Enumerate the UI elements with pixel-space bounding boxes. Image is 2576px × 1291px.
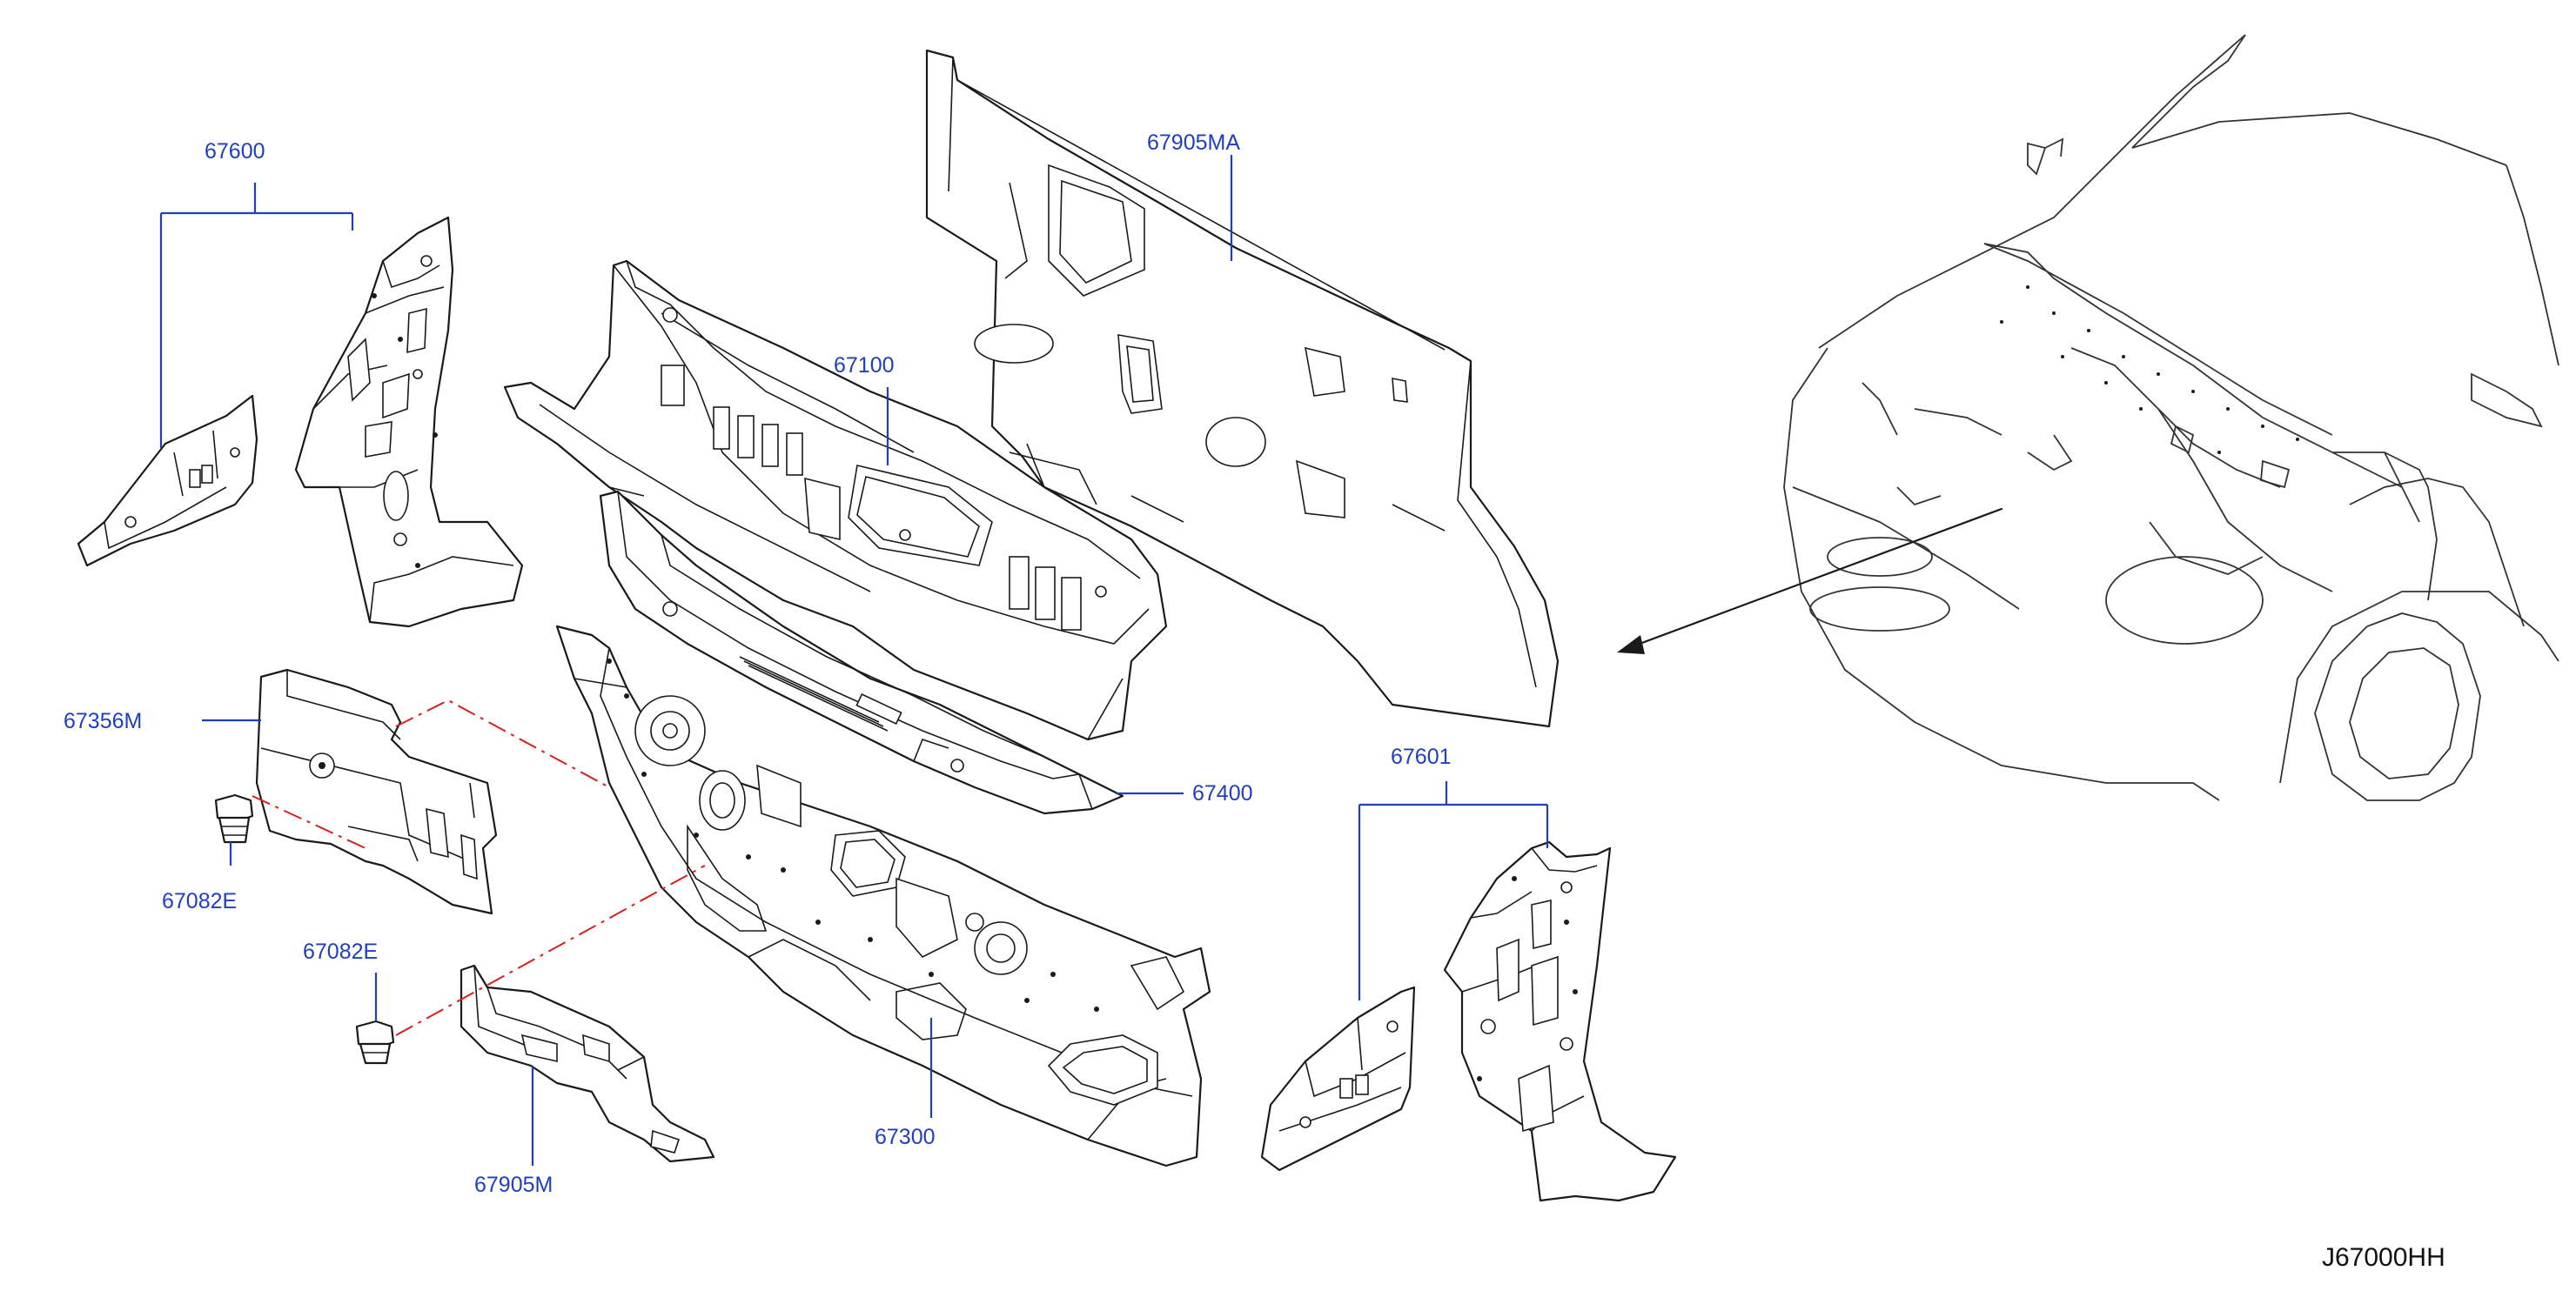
- dash-insulator-67905MA[interactable]: [925, 49, 1560, 728]
- drawing-code: J67000HH: [2322, 1243, 2445, 1272]
- callout-67300[interactable]: 67300: [875, 1125, 936, 1149]
- callout-67082E-upper[interactable]: 67082E: [162, 889, 237, 913]
- callout-67082E-lower[interactable]: 67082E: [303, 940, 378, 964]
- dash-insulator-67905M[interactable]: [460, 964, 715, 1163]
- bracket-67356M[interactable]: [255, 668, 498, 915]
- cowl-top-67100[interactable]: [503, 259, 1168, 741]
- callout-67905M[interactable]: 67905M: [474, 1173, 553, 1197]
- cowl-top-lower-67400[interactable]: [599, 490, 1124, 815]
- alignment-dashes: [252, 699, 706, 1036]
- callout-67356M[interactable]: 67356M: [64, 709, 142, 733]
- callout-67400[interactable]: 67400: [1192, 781, 1253, 806]
- leader-lines: [159, 155, 1549, 1166]
- dash-lower-67300[interactable]: [555, 625, 1211, 1167]
- clip-67082E-upper[interactable]: [214, 793, 254, 844]
- side-panel-67600[interactable]: [77, 216, 524, 628]
- callout-67905MA[interactable]: 67905MA: [1147, 130, 1240, 155]
- callout-67100[interactable]: 67100: [834, 353, 895, 378]
- vehicle-location-view: [1617, 34, 2559, 801]
- clip-67082E-lower[interactable]: [355, 1020, 395, 1065]
- side-panel-67601[interactable]: [1260, 840, 1677, 1202]
- callout-67601[interactable]: 67601: [1391, 745, 1452, 769]
- callout-labels: 67600 67905MA 67100 67356M 67400 67601 6…: [64, 130, 2445, 1272]
- callout-67600[interactable]: 67600: [205, 139, 265, 164]
